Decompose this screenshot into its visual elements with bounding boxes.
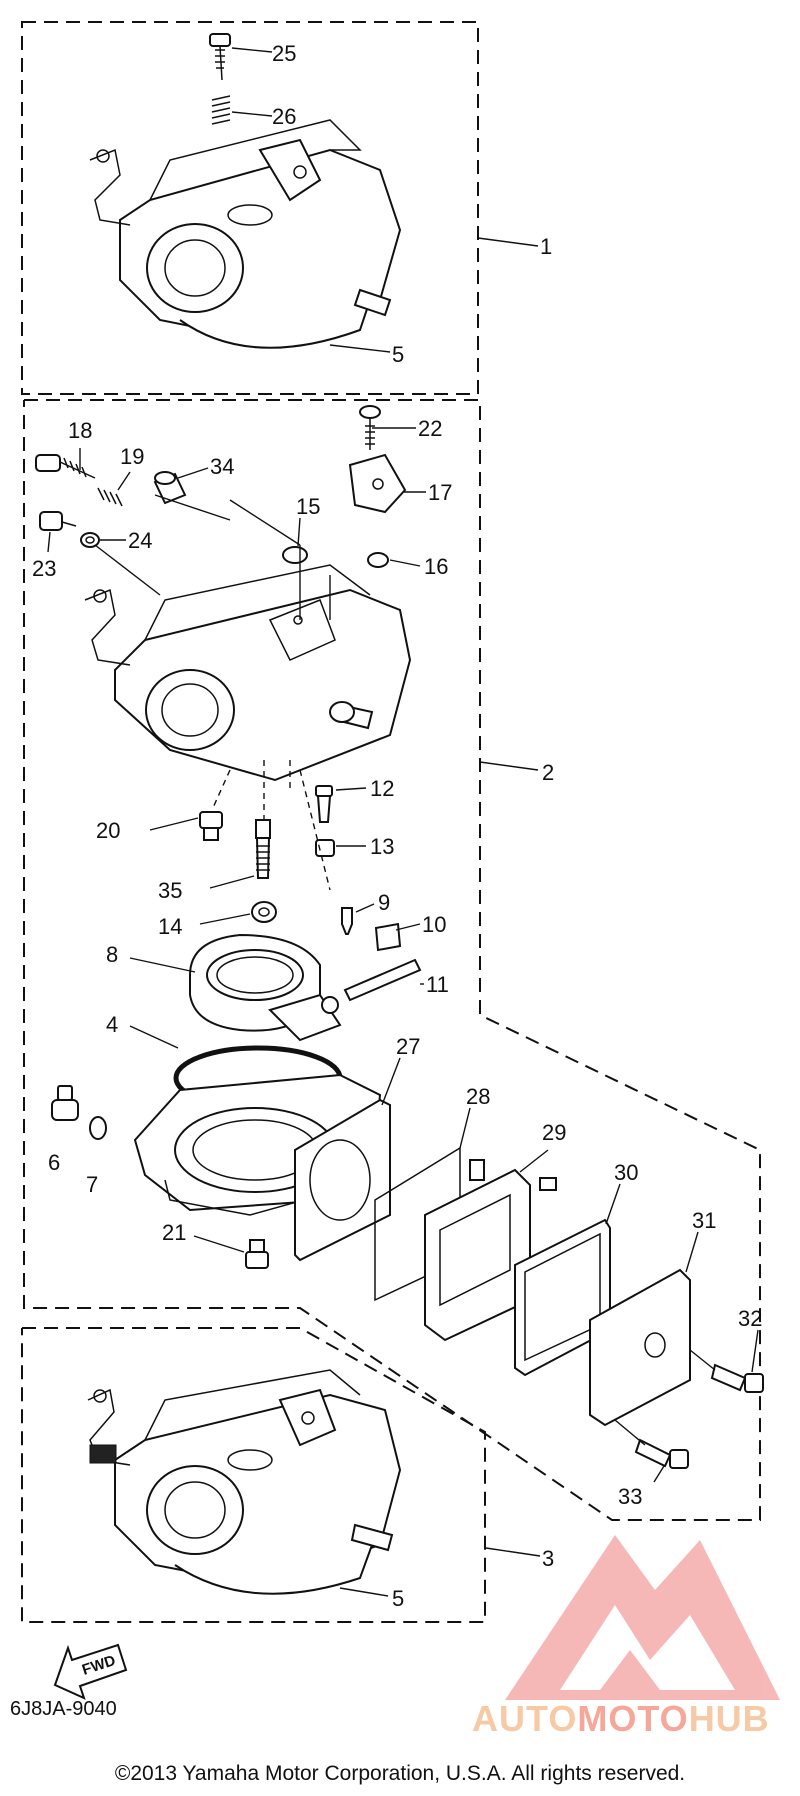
small-parts-2: [199, 760, 402, 952]
carburetor-assembly-1: [89, 33, 402, 349]
callout-34: 34: [210, 454, 234, 479]
callout-21: 21: [162, 1220, 186, 1245]
fuel-pump-parts: [294, 1098, 764, 1469]
callout-10: 10: [422, 912, 446, 937]
watermark-brand: AUTOMOTOHUB: [472, 1698, 770, 1740]
callout-31: 31: [692, 1208, 716, 1233]
callout-7: 7: [86, 1172, 98, 1197]
callout-33: 33: [618, 1484, 642, 1509]
group-box-3: [21, 1327, 486, 1623]
callout-13: 13: [370, 834, 394, 859]
carburetor-assembly-3: [87, 1369, 402, 1595]
callout-2: 2: [542, 760, 554, 785]
fwd-arrow-icon: FWD: [53, 1643, 128, 1700]
callout-9: 9: [378, 890, 390, 915]
callout-14: 14: [158, 914, 182, 939]
callout-17: 17: [428, 480, 452, 505]
callout-16: 16: [424, 554, 448, 579]
watermark-auto: AUTO: [472, 1698, 578, 1739]
callout-20: 20: [96, 818, 120, 843]
callout-1: 1: [540, 234, 552, 259]
callout-24: 24: [128, 528, 152, 553]
callout-32: 32: [738, 1306, 762, 1331]
callout-19: 19: [120, 444, 144, 469]
callout-35: 35: [158, 878, 182, 903]
callout-3: 3: [542, 1546, 554, 1571]
callout-6: 6: [48, 1150, 60, 1175]
group-box-2: [23, 399, 761, 1521]
watermark-moto: MOTO: [577, 1698, 689, 1739]
callout-5-lower: 5: [392, 1586, 404, 1611]
callout-5: 5: [392, 342, 404, 367]
callout-18: 18: [68, 418, 92, 443]
watermark-logo-icon: [505, 1535, 780, 1700]
callout-11: 11: [426, 972, 449, 997]
callout-25: 25: [272, 41, 296, 66]
copyright-text: ©2013 Yamaha Motor Corporation, U.S.A. A…: [114, 1762, 686, 1785]
callout-15: 15: [296, 494, 320, 519]
callout-8: 8: [106, 942, 118, 967]
watermark-hub: HUB: [688, 1698, 770, 1739]
float-assembly-8: [189, 933, 422, 1042]
callout-28: 28: [466, 1084, 490, 1109]
callout-22: 22: [418, 416, 442, 441]
callout-12: 12: [370, 776, 394, 801]
diagram-code: 6J8JA-9040: [10, 1698, 117, 1720]
group-box-1: [21, 21, 479, 395]
callout-labels: 25 26 1 5 22 18 19 34 17 15 16 23 24 2 2…: [32, 41, 762, 1611]
callout-30: 30: [614, 1160, 638, 1185]
callout-29: 29: [542, 1120, 566, 1145]
callout-4: 4: [106, 1012, 118, 1037]
carburetor-body-2: [35, 405, 412, 782]
callout-26: 26: [272, 104, 296, 129]
callout-27: 27: [396, 1034, 420, 1059]
callout-23: 23: [32, 556, 56, 581]
